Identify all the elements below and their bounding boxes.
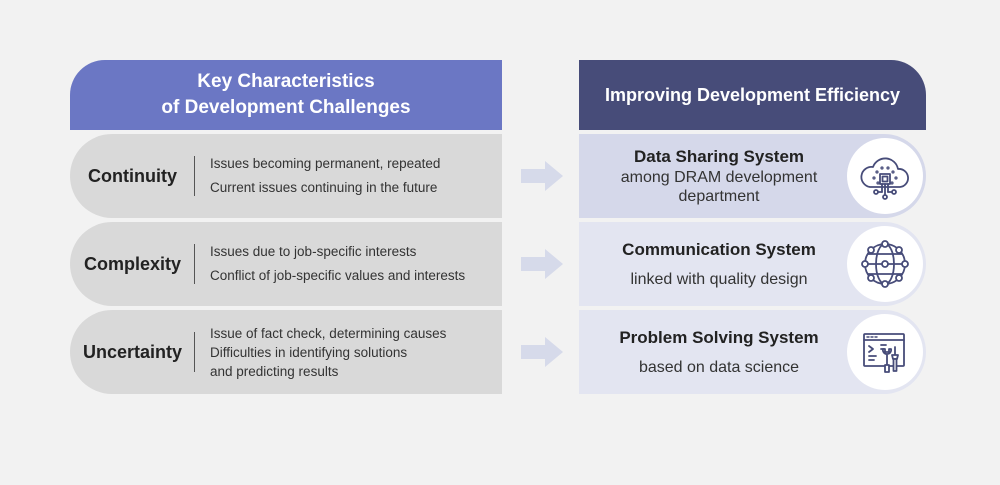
right-arrow-icon [521,249,563,279]
row-divider [194,332,195,372]
challenge-description: Issues due to job-specific interests Con… [210,222,465,306]
cloud-chip-icon [860,157,909,200]
solution-title: Data Sharing System [633,147,805,166]
challenges-header-line2: of Development Challenges [161,97,411,118]
challenge-title: Continuity [88,165,177,186]
challenge-description: Issue of fact check, determining causes … [210,310,446,394]
efficiency-header-title: Improving Development Efficiency [604,84,901,105]
solution-text: Communication System linked with quality… [579,222,859,306]
solution-title: Communication System [622,240,816,259]
right-arrow-icon [521,337,563,367]
challenge-row-continuity: Continuity Issues becoming permanent, re… [70,134,502,218]
code-tools-icon [863,333,905,373]
icon-circle [847,138,923,214]
icon-circle [847,226,923,302]
challenge-desc-line: Current issues continuing in the future [210,180,438,195]
challenge-row-uncertainty: Uncertainty Issue of fact check, determi… [70,310,502,394]
solution-text: Problem Solving System based on data sci… [579,310,859,394]
solution-title: Problem Solving System [619,328,819,347]
challenge-desc-line: and predicting results [210,363,339,379]
challenge-description: Issues becoming permanent, repeated Curr… [210,134,440,218]
icon-circle [847,314,923,390]
challenges-header-line1: Key Characteristics [197,71,375,92]
row-divider [194,156,195,196]
challenge-desc-line: Conflict of job-specific values and inte… [210,268,466,283]
solution-row-problem-solving: Problem Solving System based on data sci… [579,310,926,394]
right-arrow-icon [521,161,563,191]
challenge-desc-line: Issues due to job-specific interests [210,244,417,259]
solution-row-communication: Communication System linked with quality… [579,222,926,306]
solution-subtitle: linked with quality design [630,271,808,288]
row-divider [194,244,195,284]
challenge-desc-line: Issues becoming permanent, repeated [210,156,441,171]
solution-subtitle: among DRAM development [620,169,818,186]
solution-subtitle: department [678,188,760,205]
efficiency-header: Improving Development Efficiency [579,60,926,130]
challenges-header: Key Characteristics of Development Chall… [70,60,502,130]
solution-row-data-sharing: Data Sharing System among DRAM developme… [579,134,926,218]
solution-text: Data Sharing System among DRAM developme… [579,134,859,218]
challenge-title: Uncertainty [82,341,183,362]
challenge-title: Complexity [83,253,182,274]
network-globe-icon [861,240,909,288]
solution-subtitle: based on data science [638,359,800,376]
challenge-row-complexity: Complexity Issues due to job-specific in… [70,222,502,306]
challenge-desc-line: Issue of fact check, determining causes [210,325,447,341]
challenge-desc-line: Difficulties in identifying solutions [210,344,408,360]
